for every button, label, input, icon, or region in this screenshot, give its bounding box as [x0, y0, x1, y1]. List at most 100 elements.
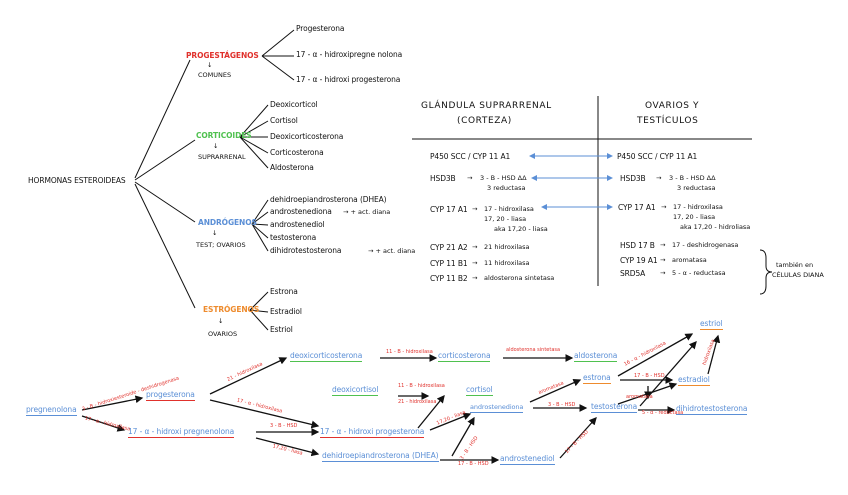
progestagenos-sub: COMUNES: [198, 71, 232, 79]
node-estrona: estrona: [583, 373, 611, 384]
enzyme-desc: 5 - α - reductasa: [672, 269, 726, 277]
node-cortisol: cortisol: [466, 385, 493, 396]
enzyme-desc: 21 hidroxilasa: [484, 243, 530, 251]
enzyme-label: 11 - B - hidroxilasa: [386, 349, 433, 355]
corticoides-title: CORTICOIDES: [196, 131, 252, 140]
node-testosterona: testosterona: [591, 402, 638, 413]
enzyme-left: CYP 17 A1: [430, 205, 468, 214]
enzyme-label: 5 - α - reductasa: [642, 410, 684, 416]
table-blue-arrows: [529, 153, 613, 210]
enzyme-desc: 3 reductasa: [487, 184, 526, 192]
enzyme-arrow: →: [661, 203, 667, 211]
corticoides-item: Cortisol: [270, 116, 298, 125]
node-androstenediona: androstenediona: [470, 403, 524, 413]
enzyme-arrow: →: [472, 259, 478, 267]
enzyme-right: SRD5A: [620, 269, 646, 278]
table-header-right: OVARIOS Y: [645, 101, 700, 111]
enzyme-right: CYP 19 A1: [620, 256, 658, 265]
root-title: HORMONAS ESTEROIDEAS: [28, 176, 126, 185]
progestagenos-title: PROGESTÁGENOS: [186, 51, 259, 60]
enzyme-arrow: →: [660, 269, 666, 277]
androgenos-item: dehidroepiandrosterona (DHEA): [270, 195, 387, 204]
table-lines: [412, 96, 752, 286]
androgenos-note: → + act. diana: [343, 208, 391, 216]
node-androstenediol: androstenediol: [500, 454, 555, 465]
enzyme-right: CYP 17 A1: [618, 203, 656, 212]
node-dihidrotestosterona: dihidrotestosterona: [676, 404, 748, 415]
androgenos-title: ANDRÓGENOS: [198, 218, 257, 227]
enzyme-desc: aka 17,20 - hidroliasa: [680, 223, 751, 231]
enzyme-desc: aromatasa: [672, 256, 707, 264]
enzyme-left: CYP 11 B1: [430, 259, 468, 268]
progestagenos-item: 17 - α - hidroxi progesterona: [296, 75, 401, 84]
brace-note: CÉLULAS DIANA: [772, 271, 824, 279]
enzyme-arrow: →: [472, 243, 478, 251]
enzyme-label: 3 - B - HSD: [548, 402, 576, 408]
node-estriol: estriol: [700, 319, 723, 330]
enzyme-label: 17 - B - HSD: [634, 373, 665, 379]
node-hidroxiprogesterona: 17 - α - hidroxi progesterona: [320, 427, 425, 438]
corticoides-arrow: ↓: [213, 142, 219, 150]
enzyme-desc: 3 - B - HSD ΔΔ: [480, 174, 527, 182]
enzyme-left: CYP 11 B2: [430, 274, 468, 283]
enzyme-label: 21 - hidroxilasa: [398, 399, 437, 405]
enzyme-right: HSD3B: [620, 174, 646, 183]
corticoides-sub: SUPRARRENAL: [198, 153, 246, 161]
corticoides-item: Deoxicorticosterona: [270, 132, 344, 141]
corticoides-item: Corticosterona: [270, 148, 324, 157]
estrogenos-sub: OVARIOS: [208, 330, 238, 338]
enzyme-label: aldosterona sintetasa: [506, 347, 561, 353]
enzyme-desc: 17 - hidroxilasa: [484, 205, 534, 213]
enzyme-arrow: →: [660, 256, 666, 264]
enzyme-label: 3 - B - HSD: [270, 423, 298, 429]
enzyme-left: CYP 21 A2: [430, 243, 468, 252]
androgenos-note: → + act. diana: [368, 247, 416, 255]
corticoides-item: Aldosterona: [270, 163, 314, 172]
androgenos-sub: TEST; OVARIOS: [196, 241, 246, 249]
corticoides-item: Deoxicorticol: [270, 100, 318, 109]
enzyme-right: P450 SCC / CYP 11 A1: [617, 152, 698, 161]
enzyme-desc: 3 - B - HSD ΔΔ: [669, 174, 716, 182]
enzyme-arrow: →: [656, 174, 662, 182]
table-header-left-sub: (CORTEZA): [457, 116, 512, 126]
node-pregnenolona: pregnenolona: [26, 405, 77, 416]
enzyme-desc: aka 17,20 - liasa: [494, 225, 548, 233]
enzyme-desc: 17 - deshidrogenasa: [672, 241, 739, 249]
tree-branches: [134, 29, 295, 331]
brace-note: también en: [776, 261, 814, 269]
estrogenos-arrow: ↓: [218, 317, 224, 325]
androgenos-arrow: ↓: [212, 229, 218, 237]
enzyme-desc: 17, 20 - liasa: [673, 213, 716, 221]
androgenos-item: androstenediona: [270, 207, 332, 216]
node-hidroxipregnenolona: 17 - α - hidroxi pregnenolona: [128, 427, 235, 438]
enzyme-right: HSD 17 B: [620, 241, 655, 250]
node-progesterona: progesterona: [146, 390, 195, 401]
table-header-left: GLÁNDULA SUPRARRENAL: [421, 101, 552, 111]
enzyme-left: HSD3B: [430, 174, 456, 183]
enzyme-label: 11 - B - hidroxilasa: [398, 383, 445, 389]
estrogenos-item: Estriol: [270, 325, 293, 334]
enzyme-left: P450 SCC / CYP 11 A1: [430, 152, 511, 161]
enzyme-arrow: →: [472, 205, 478, 213]
node-deoxicorticosterona: deoxicorticosterona: [290, 351, 363, 362]
enzyme-arrow: →: [472, 274, 478, 282]
enzyme-desc: aldosterona sintetasa: [484, 274, 555, 282]
brace: [759, 249, 773, 295]
node-dhea: dehidroepiandrosterona (DHEA): [322, 451, 439, 462]
node-corticosterona: corticosterona: [438, 351, 491, 362]
enzyme-label: aromatasa: [626, 394, 653, 400]
enzyme-arrow: →: [467, 174, 473, 182]
enzyme-desc: 3 reductasa: [677, 184, 716, 192]
enzyme-desc: 17 - hidroxilasa: [673, 203, 723, 211]
enzyme-desc: 17, 20 - liasa: [484, 215, 527, 223]
progestagenos-arrow: ↓: [207, 61, 213, 69]
androgenos-item: testosterona: [270, 233, 317, 242]
enzyme-label: 17 - B - HSD: [458, 461, 489, 467]
enzyme-desc: 11 hidroxilasa: [484, 259, 530, 267]
estrogenos-item: Estradiol: [270, 307, 302, 316]
androgenos-item: dihidrotestosterona: [270, 246, 342, 255]
enzyme-arrow: →: [660, 241, 666, 249]
node-aldosterona: aldosterona: [574, 351, 618, 362]
pathway-arrows: [81, 333, 721, 464]
